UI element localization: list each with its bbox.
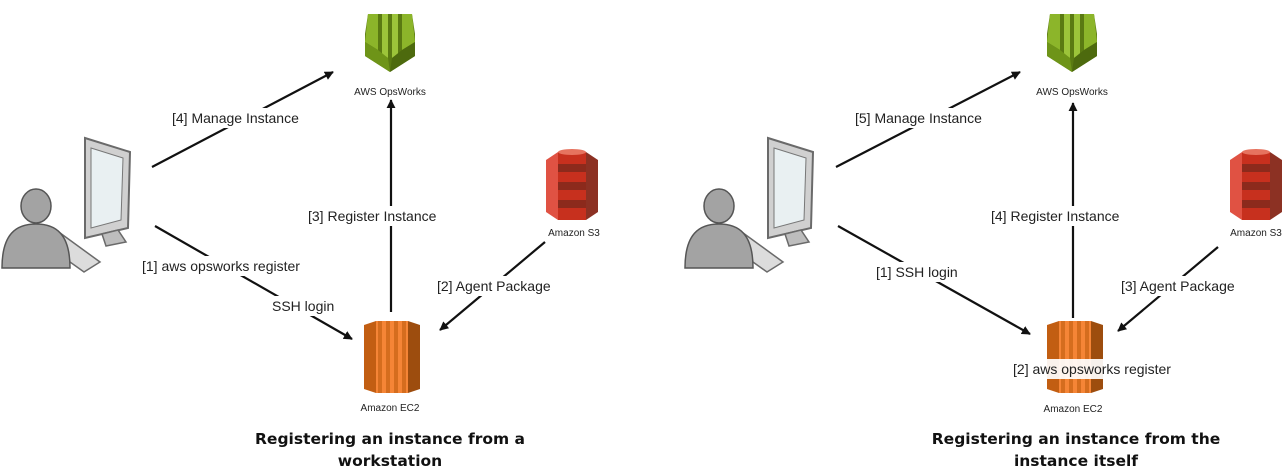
right-caption-line1: Registering an instance from the [932,430,1221,448]
left-s3-label: Amazon S3 [548,228,600,239]
left-edge-register-label: [3] Register Instance [308,208,437,224]
s3-bucket-icon [546,149,598,220]
right-ec2-label: Amazon EC2 [1044,404,1103,415]
left-edge-agent-label: [2] Agent Package [437,278,551,294]
ec2-instance-icon [364,321,420,393]
left-ec2-label: Amazon EC2 [361,403,420,414]
left-diagram: [4] Manage Instance [3] Register Instanc… [1,14,600,470]
left-edge-command-label: [1] aws opsworks register [142,258,300,274]
opsworks-icon [365,14,415,72]
left-caption-line2: workstation [338,452,442,470]
right-edge-manage-label: [5] Manage Instance [855,110,982,126]
user-workstation-icon [684,137,814,273]
right-caption-line2: instance itself [1014,452,1138,470]
left-edge-manage-label: [4] Manage Instance [172,110,299,126]
right-ec2-command-label: [2] aws opsworks register [1013,361,1171,377]
left-caption-line1: Registering an instance from a [255,430,525,448]
left-edge-ssh-label: SSH login [272,298,334,314]
ec2-instance-icon [1047,321,1103,393]
user-workstation-icon [1,137,131,273]
right-edge-agent-label: [3] Agent Package [1121,278,1235,294]
opsworks-icon [1047,14,1097,72]
right-edge-ssh-label: [1] SSH login [876,264,958,280]
s3-bucket-icon [1230,149,1282,220]
right-diagram: [5] Manage Instance [4] Register Instanc… [684,14,1282,470]
right-edge-register-label: [4] Register Instance [991,208,1120,224]
left-edge-ssh-arrow [154,225,353,340]
right-s3-label: Amazon S3 [1230,228,1282,239]
left-opsworks-label: AWS OpsWorks [354,87,426,98]
right-opsworks-label: AWS OpsWorks [1036,87,1108,98]
